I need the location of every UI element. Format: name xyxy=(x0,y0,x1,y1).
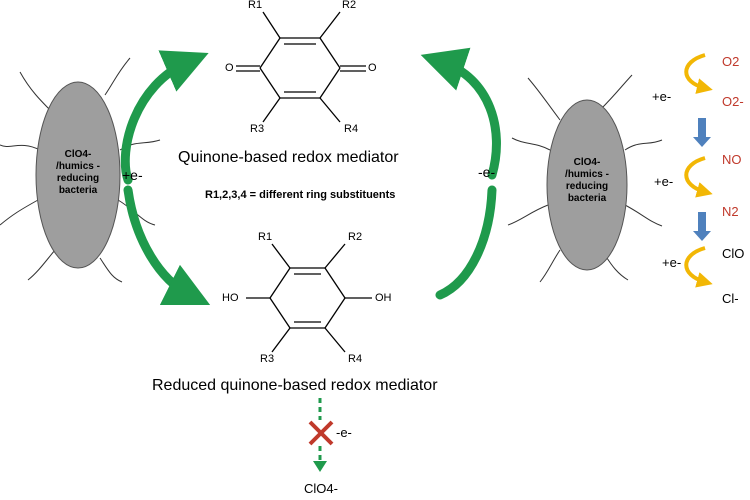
blocked-cross xyxy=(308,420,334,446)
left-lower-green-arrow xyxy=(123,185,211,306)
chain-arrow-2 xyxy=(693,212,711,241)
right-bacterium-line-3: reducing xyxy=(565,181,609,192)
right-bacterium-line-4: bacteria xyxy=(567,193,607,204)
substituent-note: R1,2,3,4 = different ring substituents xyxy=(205,189,396,201)
quinone-r3: R3 xyxy=(250,123,265,135)
chain-electron-label-3: +e- xyxy=(662,255,682,270)
chlorite-reduction-curve xyxy=(684,246,713,288)
quinone-r1: R1 xyxy=(248,0,263,11)
left-bacterium-line-2: /humics - xyxy=(56,161,100,172)
quinone-structure xyxy=(236,11,366,123)
left-bacterium-line-4: bacteria xyxy=(58,185,98,196)
right-bacterium-label: ClO4- /humics - reducing bacteria xyxy=(559,157,615,205)
nitrate-reduction-curve xyxy=(684,156,713,198)
left-bacterium xyxy=(0,57,161,283)
hydroquinone-structure xyxy=(246,243,372,353)
right-bacterium-line-1: ClO4- xyxy=(573,157,601,168)
right-upper-green-arrow xyxy=(420,47,501,180)
hydroquinone-left-hydroxyl: HO xyxy=(222,292,239,304)
right-bacterium-line-2: /humics - xyxy=(565,169,609,180)
hydroquinone-right-hydroxyl: OH xyxy=(375,292,392,304)
left-bacterium-label: ClO4- /humics - reducing bacteria xyxy=(50,149,106,197)
species-no: NO xyxy=(722,152,742,167)
left-bacterium-line-3: reducing xyxy=(56,173,100,184)
right-electron-label: -e- xyxy=(478,164,496,180)
left-upper-green-arrow xyxy=(120,50,209,185)
oxidized-mediator-label: Quinone-based redox mediator xyxy=(178,149,399,166)
blocked-path-arrowhead xyxy=(313,461,327,472)
hydroquinone-r4: R4 xyxy=(348,353,363,365)
right-bacterium-body xyxy=(546,99,628,271)
hydroquinone-r3: R3 xyxy=(260,353,275,365)
species-cl-minus: Cl- xyxy=(722,291,739,306)
species-clo: ClO xyxy=(722,246,745,261)
chain-electron-label-2: +e- xyxy=(654,174,674,189)
species-o2: O2 xyxy=(722,54,740,69)
species-o2-minus: O2- xyxy=(722,94,744,109)
quinone-left-oxygen: O xyxy=(225,62,234,74)
hydroquinone-r1: R1 xyxy=(258,231,273,243)
quinone-r4: R4 xyxy=(344,123,359,135)
hydroquinone-r2: R2 xyxy=(348,231,363,243)
species-n2: N2 xyxy=(722,204,739,219)
right-lower-green-arrow xyxy=(435,185,497,300)
left-electron-label: +e- xyxy=(122,167,143,183)
reduced-mediator-label: Reduced quinone-based redox mediator xyxy=(152,377,438,394)
right-bacterium xyxy=(507,74,663,283)
quinone-r2: R2 xyxy=(342,0,357,11)
chain-arrow-1 xyxy=(693,118,711,147)
left-bacterium-body xyxy=(35,81,121,269)
blocked-transfer-label: -e- xyxy=(336,425,352,440)
left-bacterium-line-1: ClO4- xyxy=(64,149,92,160)
oxygen-reduction-curve xyxy=(684,53,713,94)
perchlorate-product-label: ClO4- xyxy=(304,481,338,496)
chain-electron-label-1: +e- xyxy=(652,89,672,104)
quinone-right-oxygen: O xyxy=(368,62,377,74)
